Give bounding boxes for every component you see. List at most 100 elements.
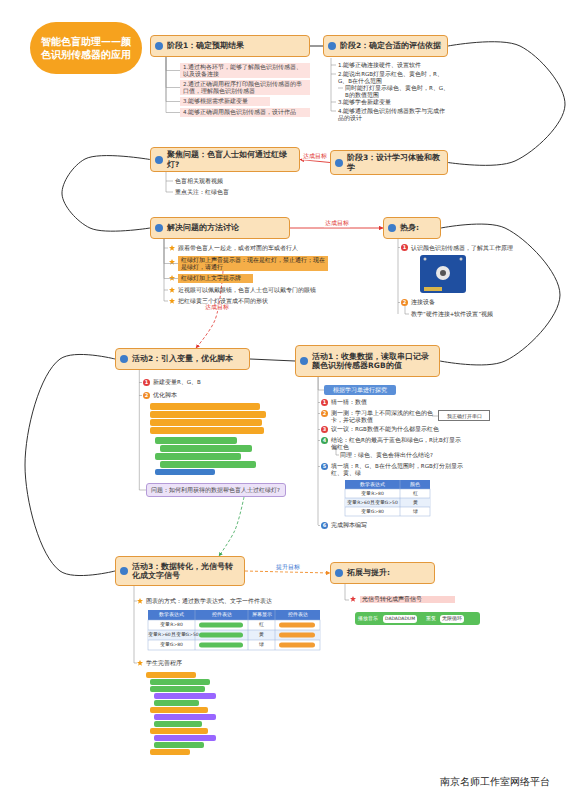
connector bbox=[25, 354, 115, 575]
code-block bbox=[154, 693, 216, 699]
table-grid bbox=[345, 480, 430, 516]
callout-number: 1 bbox=[321, 399, 328, 406]
node-text: 红绿灯加上声音提示器：现在是红灯，禁止通行；现在是绿灯，请通行 bbox=[181, 257, 325, 270]
table-cell: 变量R>60且变量G>50 bbox=[345, 498, 400, 507]
star-icon bbox=[169, 298, 175, 304]
code-block bbox=[146, 672, 196, 678]
node-text: 阶段2：确定合适的评估依据 bbox=[340, 41, 443, 51]
list-item: 近视眼可以佩戴眼镜，色盲人士也可以戴专门的眼镜 bbox=[178, 287, 328, 294]
activity-box: 活动1：收集数据，读取串口记录颜色识别传感器RGB的值 bbox=[295, 345, 440, 377]
code-block bbox=[155, 469, 215, 475]
code-block bbox=[150, 403, 260, 410]
block-text: 播放音乐 bbox=[358, 615, 378, 622]
connector bbox=[139, 370, 146, 490]
list-item: 跟着带色盲人一起走，或者对面的车或者行人 bbox=[178, 245, 328, 252]
star-icon bbox=[137, 598, 143, 604]
sensor-illustration bbox=[420, 255, 466, 293]
list-item: 新建变量R、G、B bbox=[153, 379, 253, 386]
table-cell: 黄 bbox=[248, 630, 275, 640]
star-icon bbox=[137, 660, 143, 666]
node-text: 阶段1：确定预期结果 bbox=[167, 41, 305, 51]
list-item: 2.能说出RGB灯显示红色、黄色时，R、G、B在什么范围 bbox=[338, 71, 448, 84]
table-body bbox=[345, 489, 430, 516]
node-text: 红绿灯加上文字提示牌 bbox=[181, 275, 250, 282]
node-text: 活动1：收集数据，读取串口记录颜色识别传感器RGB的值 bbox=[312, 352, 435, 371]
node-text: 根据学习单进行探究 bbox=[326, 387, 394, 394]
goal-box: 4.能够正确调用颜色识别传感器，设计作品 bbox=[180, 108, 310, 117]
node-text: 热身: bbox=[400, 223, 436, 233]
code-block bbox=[154, 700, 199, 706]
scratch-blocks bbox=[150, 403, 266, 475]
tree-line bbox=[345, 584, 349, 600]
table-row bbox=[148, 630, 320, 640]
table-header: 屏幕显示 bbox=[248, 610, 275, 620]
callout-box: 我正确打开串口 bbox=[438, 410, 490, 421]
code-block bbox=[279, 643, 315, 648]
code-block bbox=[199, 643, 243, 648]
connector bbox=[166, 57, 180, 88]
list-item: 同理：绿色、黄色会得出什么结论? bbox=[340, 452, 470, 459]
list-item: 连接设备 bbox=[411, 299, 511, 306]
connector bbox=[290, 228, 383, 229]
callout-number: 5 bbox=[321, 463, 328, 470]
callout-number: 4 bbox=[321, 437, 328, 444]
table-header: 控件表达 bbox=[195, 610, 248, 620]
list-item: 优化脚本 bbox=[153, 392, 253, 399]
code-block bbox=[160, 445, 252, 452]
star-icon bbox=[350, 596, 356, 602]
connector bbox=[245, 571, 330, 573]
callout-number: 1 bbox=[143, 379, 150, 386]
list-item: 同时能打灯显示绿色、黄色时，R、G、B的数值范围 bbox=[345, 85, 450, 98]
activity-box: 活动3：数据转化，光信号转化成文字信号 bbox=[115, 556, 245, 586]
star-icon bbox=[169, 245, 175, 251]
tag-box: 根据学习单进行探究 bbox=[324, 385, 396, 395]
node-text: 2.通过正确调用程序打印颜色识别传感器的串口值，理解颜色识别传感器 bbox=[183, 81, 307, 94]
node-text: 4.能够正确调用颜色识别传感器，设计作品 bbox=[183, 109, 307, 116]
callout-number: 2 bbox=[401, 299, 408, 306]
node-text: 活动2：引入变量，优化脚本 bbox=[132, 354, 245, 364]
sensor-lens bbox=[440, 270, 446, 276]
callout-number: 6 bbox=[321, 522, 328, 529]
highlight-box: 红绿灯加上声音提示器：现在是红灯，禁止通行；现在是绿灯，请通行 bbox=[178, 256, 328, 271]
stage-box: 阶段1：确定预期结果 bbox=[150, 35, 310, 57]
block-field: 无限循环 bbox=[440, 615, 464, 623]
block-text: 重复 bbox=[426, 615, 436, 622]
list-item: 结论：红色R的最高于蓝色和绿色G，R比B灯显示偏红色 bbox=[331, 437, 466, 450]
node-text: 3.能够根据需求新建变量 bbox=[183, 98, 267, 105]
table-grid bbox=[148, 610, 320, 650]
code-block bbox=[155, 437, 237, 444]
code-block bbox=[279, 633, 315, 638]
activity-box: 拓展与提升: bbox=[330, 562, 435, 584]
scratch-blocks bbox=[146, 672, 216, 755]
goal-box: 3.能够根据需求新建变量 bbox=[180, 97, 270, 106]
tree-line bbox=[166, 171, 173, 192]
edge-label: 达成目标 bbox=[324, 220, 350, 227]
table-header: 控件表达 bbox=[275, 610, 320, 620]
list-item: 认识颜色识别传感器，了解其工作原理 bbox=[411, 245, 531, 252]
question-box: 聚焦问题：色盲人士如何通过红绿灯? bbox=[150, 147, 300, 172]
connector bbox=[166, 57, 180, 71]
list-item: 1.能够正确连接硬件、设置软件 bbox=[338, 62, 448, 69]
stage-box: 阶段2：确定合适的评估依据 bbox=[323, 35, 448, 57]
topic-box: 热身: bbox=[383, 217, 441, 239]
code-block bbox=[150, 749, 190, 755]
callout-number: 2 bbox=[143, 392, 150, 399]
list-item: 3.能够学会新建变量 bbox=[338, 99, 448, 106]
code-block bbox=[155, 453, 241, 460]
callout-number: 1 bbox=[401, 244, 408, 251]
edge-label: 提升目标 bbox=[275, 564, 301, 571]
node-text: 聚焦问题：色盲人士如何通过红绿灯? bbox=[167, 150, 295, 169]
star-icon bbox=[169, 275, 175, 281]
table-cell: 红 bbox=[248, 620, 275, 630]
connector bbox=[300, 160, 330, 163]
table-cell: 黄 bbox=[400, 498, 430, 507]
connector bbox=[62, 156, 150, 232]
code-block bbox=[279, 623, 315, 628]
table-cell: 变量R>80 bbox=[345, 489, 400, 498]
connector bbox=[219, 497, 244, 556]
table-header bbox=[345, 480, 430, 489]
sensor-board bbox=[420, 255, 466, 293]
edge-label: 达成目标 bbox=[302, 153, 328, 160]
connector bbox=[250, 359, 295, 361]
code-block bbox=[150, 411, 266, 418]
